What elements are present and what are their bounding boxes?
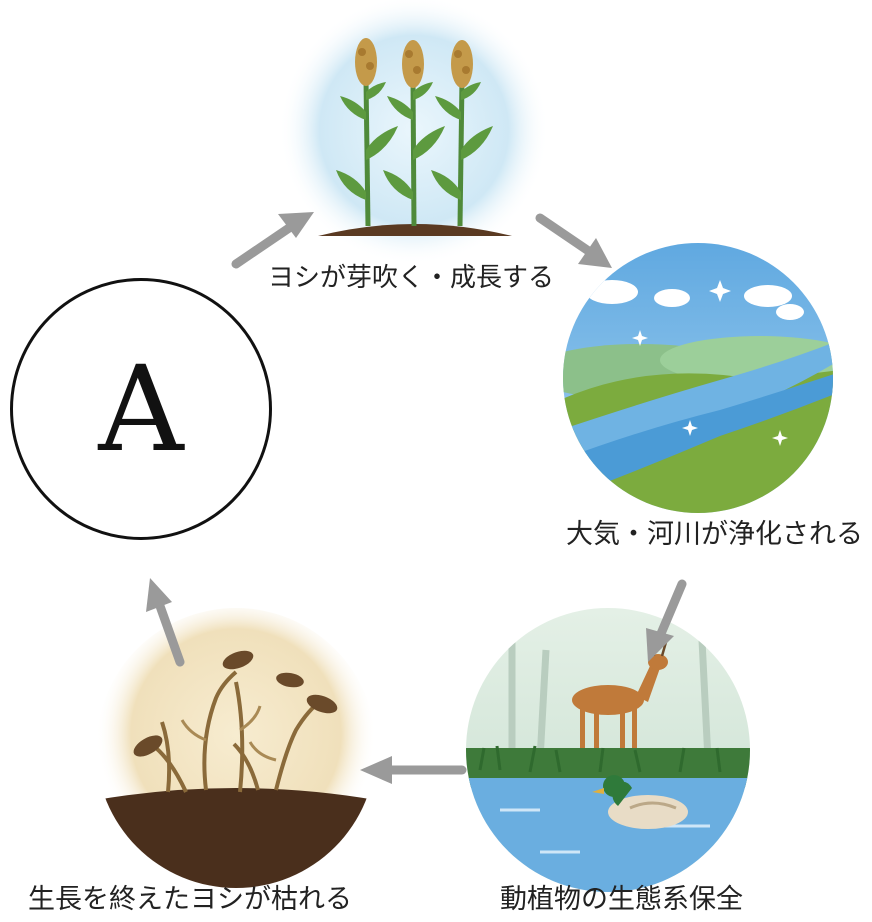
arrow-sprout-to-purify	[540, 218, 612, 268]
caption-wither: 生長を終えたヨシが枯れる	[28, 884, 352, 915]
caption-ecosystem: 動植物の生態系保全	[500, 884, 743, 915]
sprouting-reeds-illustration	[279, 0, 549, 265]
unknown-step-circle: A	[10, 278, 272, 540]
arrow-a-to-sprout	[236, 212, 314, 264]
purified-river-illustration	[530, 240, 860, 520]
caption-sprout: ヨシが芽吹く・成長する	[268, 263, 554, 293]
ecosystem-illustration	[466, 608, 750, 892]
withered-reeds-illustration	[96, 608, 376, 890]
caption-purify: 大気・河川が浄化される	[566, 519, 863, 550]
